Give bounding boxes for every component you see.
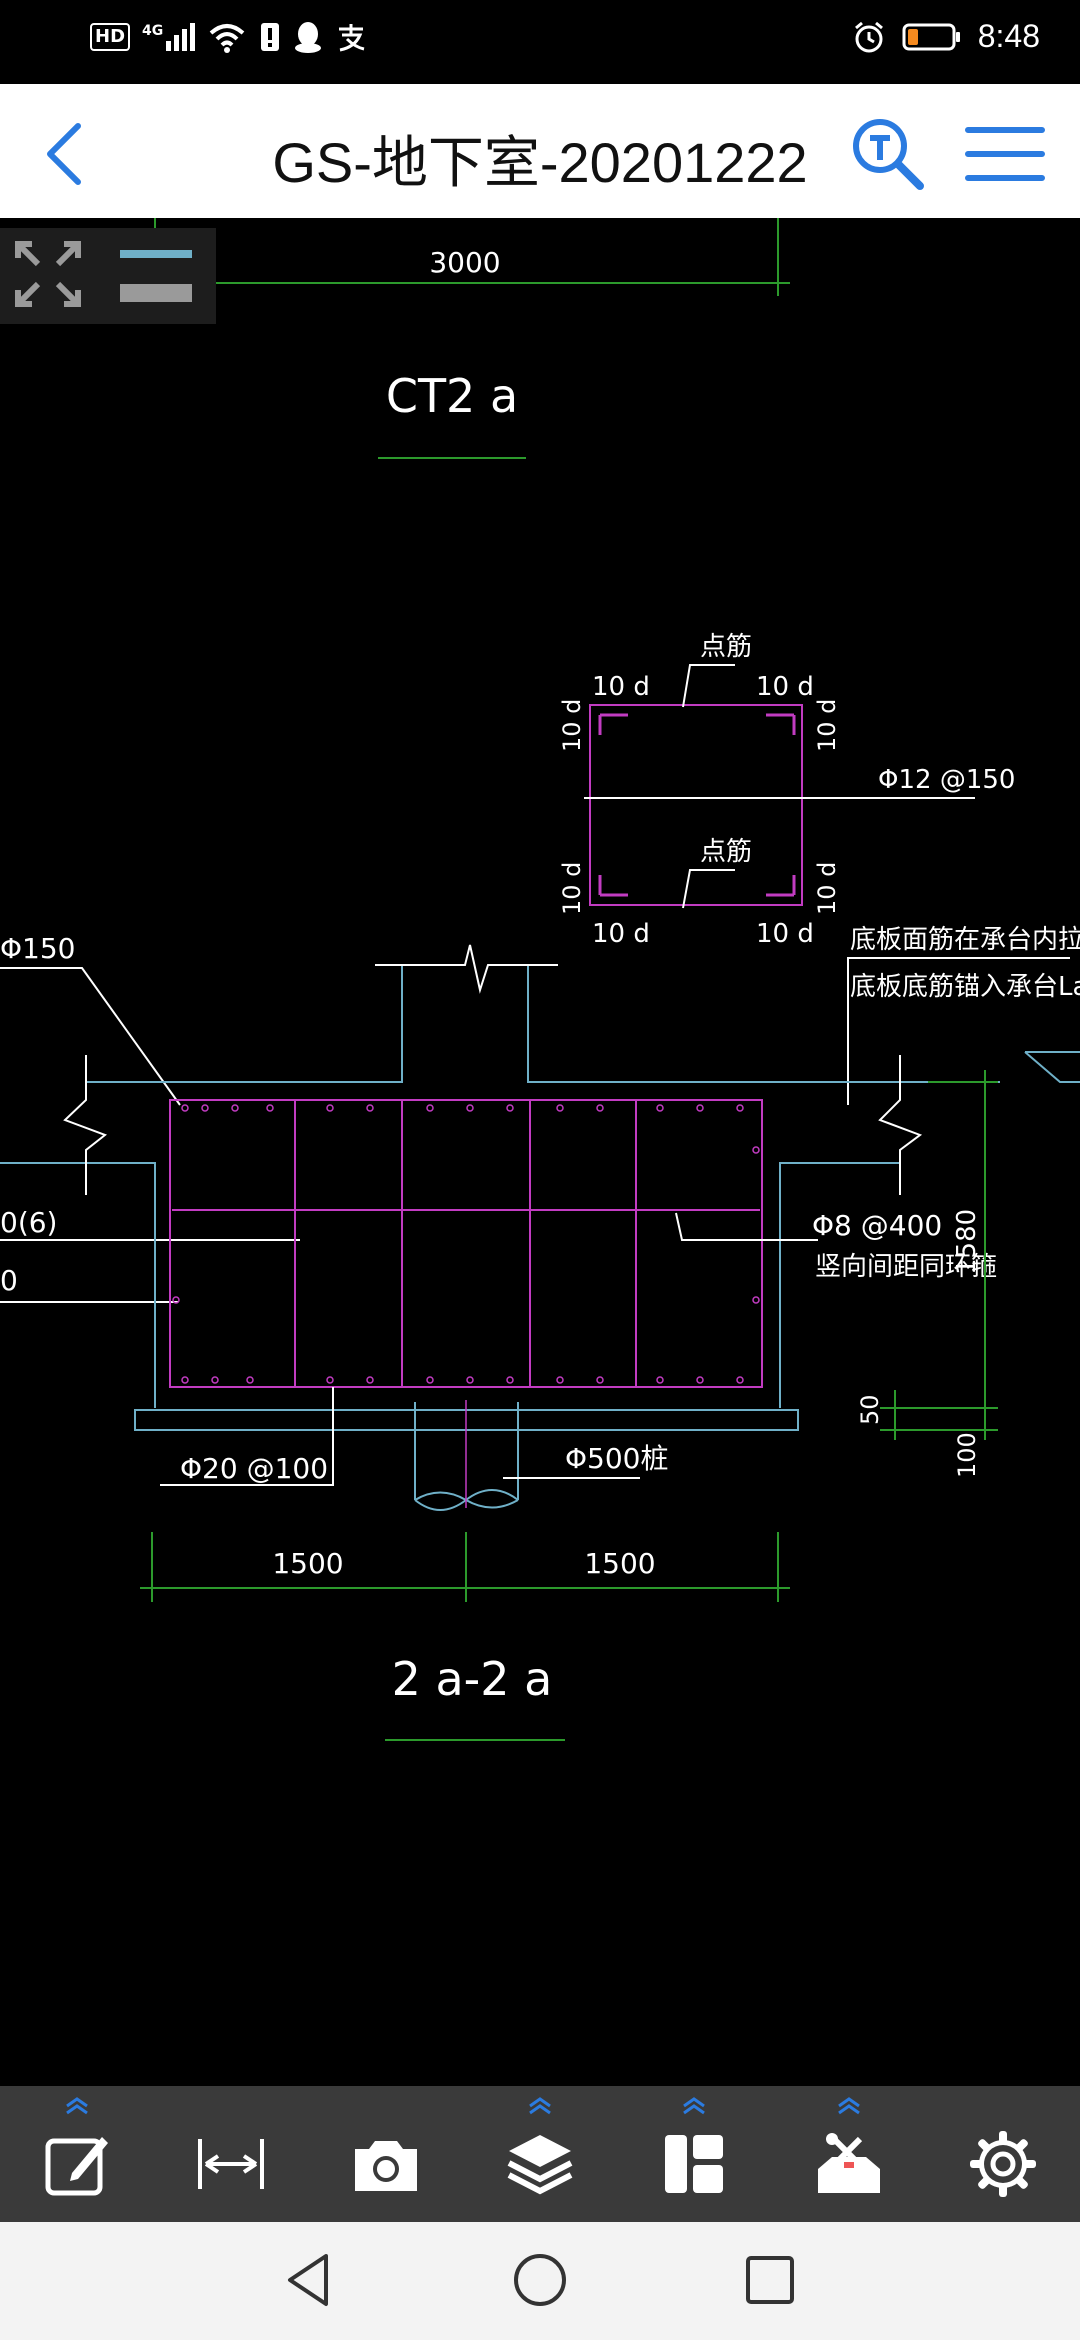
drawing-canvas[interactable]: 3000 CT2 a 点筋 点筋 10 d 10 d 10 d 10 d 10 … xyxy=(0,218,1080,2086)
dim-right-bottom: 100 xyxy=(953,1432,981,1478)
annotate-button[interactable] xyxy=(22,2089,132,2219)
svg-text:点筋: 点筋 xyxy=(700,632,752,662)
measure-icon xyxy=(198,2139,265,2189)
menu-icon[interactable] xyxy=(960,114,1050,194)
stirrup-spec: Φ8 @400 xyxy=(812,1209,942,1242)
bottom-toolbar xyxy=(0,2086,1080,2222)
svg-text:0: 0 xyxy=(0,1264,18,1297)
toolbox-icon xyxy=(817,2133,880,2193)
camera-icon xyxy=(354,2141,417,2191)
svg-text:10 d: 10 d xyxy=(813,699,841,752)
status-time: 8:48 xyxy=(977,18,1040,54)
line-weight-toggle-icon[interactable] xyxy=(118,246,194,306)
expand-up-icon xyxy=(66,2097,89,2115)
drawing-title-top: CT2 a xyxy=(386,369,518,423)
page-title: GS-地下室-20201222 xyxy=(272,131,808,194)
dim-bottom-left: 1500 xyxy=(272,1547,343,1580)
battery-icon xyxy=(902,23,960,50)
rebar-cage xyxy=(169,1099,763,1388)
dim-right-small: 50 xyxy=(856,1394,884,1425)
svg-text:Φ150: Φ150 xyxy=(0,932,75,965)
alarm-icon xyxy=(854,21,883,52)
expand-up-icon xyxy=(837,2097,860,2115)
gear-icon xyxy=(969,2131,1036,2197)
wifi-icon xyxy=(209,24,245,53)
svg-text:Φ12 @150: Φ12 @150 xyxy=(878,765,1015,795)
status-right: 8:48 xyxy=(852,18,1040,55)
4g-signal-icon: 4G xyxy=(142,23,196,51)
measure-button[interactable] xyxy=(176,2089,286,2219)
nav-recents-icon[interactable] xyxy=(740,2250,800,2310)
dim-right-height: 1580 xyxy=(952,1209,982,1275)
status-left: HD 4G xyxy=(90,20,367,54)
layout-icon xyxy=(665,2135,724,2193)
cad-drawing[interactable]: 3000 CT2 a 点筋 点筋 10 d 10 d 10 d 10 d 10 … xyxy=(0,218,1080,2086)
sim-alert-icon xyxy=(261,23,280,51)
layers-icon xyxy=(507,2135,573,2195)
note-line1: 底板面筋在承台内拉通 xyxy=(850,925,1080,955)
expand-up-icon xyxy=(683,2097,706,2115)
svg-text:10 d: 10 d xyxy=(592,919,650,949)
svg-text:10 d: 10 d xyxy=(558,699,586,752)
settings-button[interactable] xyxy=(948,2089,1058,2219)
svg-text:10 d: 10 d xyxy=(813,862,841,915)
slab-outline xyxy=(0,965,1000,1511)
title-bar: GS-地下室-20201222 xyxy=(0,84,1080,218)
rebar-detail: 点筋 点筋 10 d 10 d 10 d 10 d 10 d 10 d 10 d… xyxy=(558,632,1015,949)
tools-button[interactable] xyxy=(794,2089,904,2219)
screenshot-button[interactable] xyxy=(331,2089,441,2219)
pile-label: Φ500桩 xyxy=(565,1442,668,1475)
stirrup-note: 竖向间距同环箍 xyxy=(815,1252,997,1282)
dim-bottom-right: 1500 xyxy=(584,1547,655,1580)
bottom-bar-spec: Φ20 @100 xyxy=(180,1452,328,1485)
drawing-title-bottom: 2 a-2 a xyxy=(392,1652,553,1706)
svg-text:点筋: 点筋 xyxy=(700,837,752,867)
view-controls xyxy=(0,228,216,324)
qq-icon xyxy=(295,22,322,53)
status-bar: HD 4G xyxy=(0,0,1080,84)
text-search-icon[interactable] xyxy=(848,114,928,194)
svg-text:0(6): 0(6) xyxy=(0,1206,57,1239)
note-line2: 底板底筋锚入承台La xyxy=(850,972,1080,1002)
fit-screen-icon[interactable] xyxy=(12,238,84,310)
svg-text:10 d: 10 d xyxy=(558,862,586,915)
expand-up-icon xyxy=(529,2097,551,2115)
edit-icon xyxy=(45,2137,109,2196)
svg-text:10 d: 10 d xyxy=(592,672,650,702)
alipay-icon xyxy=(339,24,365,52)
svg-text:10 d: 10 d xyxy=(756,672,814,702)
right-dims xyxy=(880,1070,998,1440)
bottom-dims xyxy=(140,1532,790,1741)
dim-top: 3000 xyxy=(429,246,500,279)
svg-text:10 d: 10 d xyxy=(756,919,814,949)
back-icon[interactable] xyxy=(30,114,110,194)
hd-icon: HD xyxy=(90,23,131,51)
layout-button[interactable] xyxy=(639,2089,749,2219)
layers-button[interactable] xyxy=(485,2089,595,2219)
nav-back-icon[interactable] xyxy=(280,2250,340,2310)
nav-home-icon[interactable] xyxy=(510,2250,570,2310)
system-nav-bar xyxy=(0,2222,1080,2340)
